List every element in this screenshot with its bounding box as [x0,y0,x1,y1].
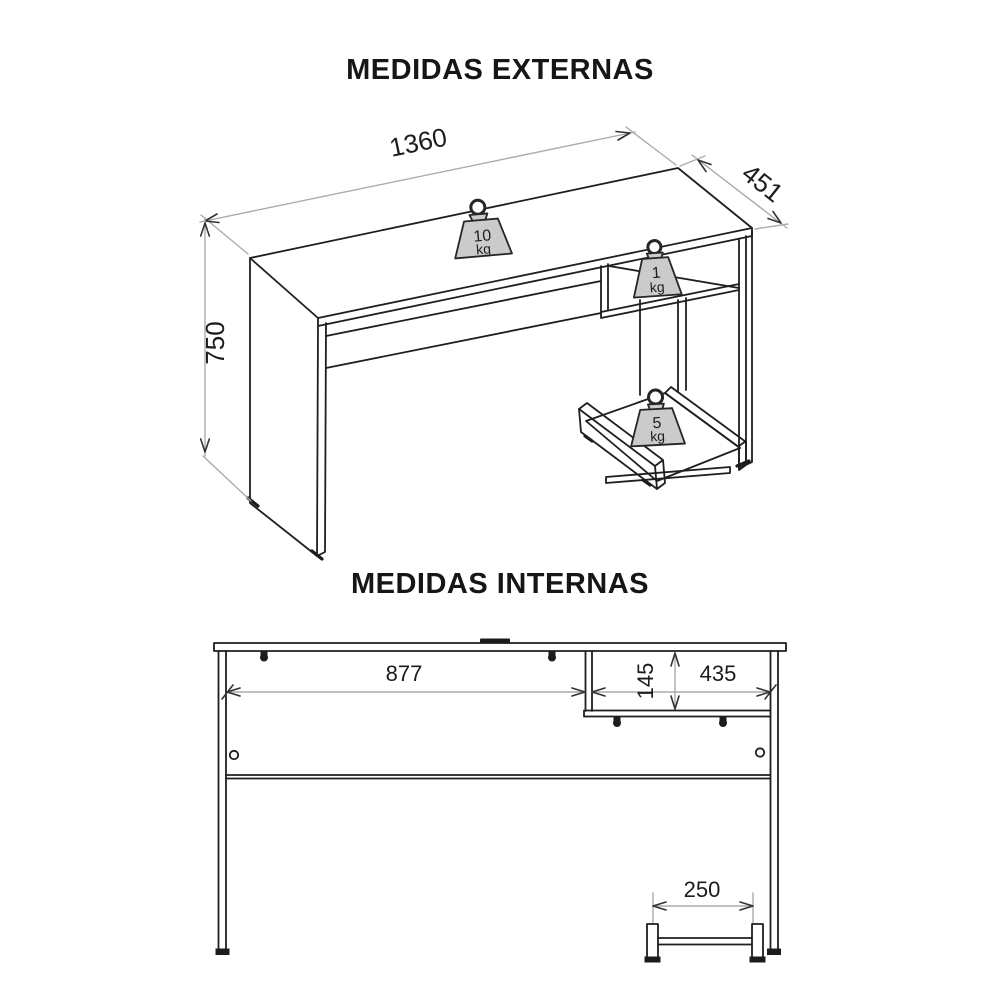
right-panel-foot [767,948,781,955]
weight-unit-label: kg [475,240,491,257]
weight-10kg: 10 kg [454,198,513,260]
dimension-opening-width: 877 [221,661,586,700]
weight-unit-label: kg [650,428,666,445]
depth-dimension-label: 451 [736,158,789,208]
weight-value-label: 10 [473,227,492,245]
external-measures-title: MEDIDAS EXTERNAS [346,54,654,86]
cam-fittings [215,638,781,955]
dimension-niche-width: 435 [591,661,777,700]
width-dimension-label: 1360 [387,122,450,163]
weight-ring-icon [469,198,487,216]
dimension-height: 750 [199,217,252,502]
foot-bracket: 250 [644,877,766,963]
niche-height-label: 145 [633,663,658,700]
left-panel-foot [215,948,230,955]
foot-width-label: 250 [684,877,721,902]
weight-body-icon [454,217,513,260]
height-dimension-label: 750 [200,321,230,364]
weight-unit-label: kg [649,278,665,295]
weight-body-icon [632,256,683,299]
niche-width-label: 435 [700,661,737,686]
weight-value-label: 1 [651,265,661,283]
dimension-width: 1360 [199,122,677,255]
dimension-depth: 451 [679,154,789,230]
bracket-left-leg [646,923,659,959]
weight-value-label: 5 [652,415,662,432]
internal-view: 877 435 145 250 [213,638,787,963]
desk-front-outline [213,642,787,952]
weight-ring-icon [647,388,665,406]
weight-body-icon [630,407,686,448]
weight-1kg: 1 kg [632,239,683,299]
external-view: 1360 451 750 10 kg [199,122,789,561]
weight-5kg: 5 kg [630,388,686,448]
internal-measures-title: MEDIDAS INTERNAS [350,568,649,600]
opening-width-label: 877 [386,661,423,686]
bracket-right-leg [751,923,764,959]
top-fitting-tab [480,638,510,644]
dimension-niche-height: 145 [633,652,680,710]
desk-feet-marks [246,434,751,561]
